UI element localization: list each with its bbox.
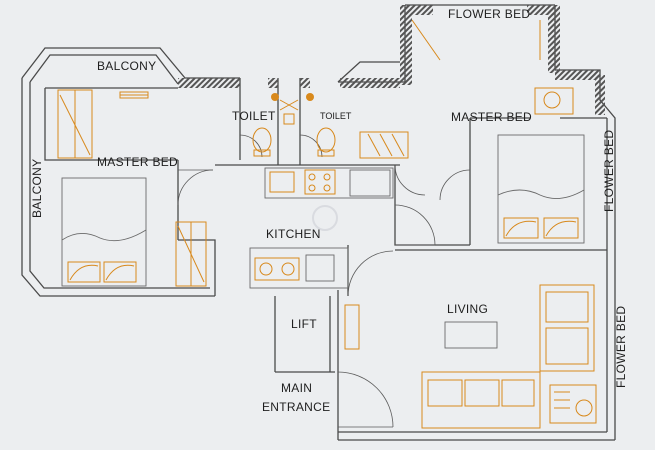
label-lift: LIFT bbox=[291, 317, 317, 331]
label-master-bed-left: MASTER BED bbox=[97, 155, 178, 169]
toilet-fixtures bbox=[252, 93, 409, 159]
label-balcony-left: BALCONY bbox=[30, 159, 44, 218]
label-toilet-left: TOILET bbox=[232, 109, 276, 123]
label-entrance: ENTRANCE bbox=[262, 400, 330, 414]
kitchen-fixtures bbox=[249, 167, 394, 289]
doors bbox=[177, 134, 471, 428]
label-toilet-right: TOILET bbox=[320, 111, 352, 121]
label-balcony-top: BALCONY bbox=[97, 59, 156, 73]
wall-hatching bbox=[178, 5, 605, 115]
left-bedroom-furniture bbox=[57, 89, 207, 287]
label-main: MAIN bbox=[281, 381, 312, 395]
label-living: LIVING bbox=[447, 302, 488, 316]
label-flower-bed-right-lower: FLOWER BED bbox=[614, 306, 628, 388]
label-master-bed-right: MASTER BED bbox=[451, 110, 532, 124]
label-flower-bed-top: FLOWER BED bbox=[448, 7, 530, 21]
living-furniture bbox=[344, 284, 597, 429]
watermark-logo bbox=[312, 205, 338, 231]
right-bedroom-furniture bbox=[411, 19, 585, 244]
label-kitchen: KITCHEN bbox=[266, 227, 321, 241]
label-flower-bed-right-upper: FLOWER BED bbox=[602, 130, 616, 212]
